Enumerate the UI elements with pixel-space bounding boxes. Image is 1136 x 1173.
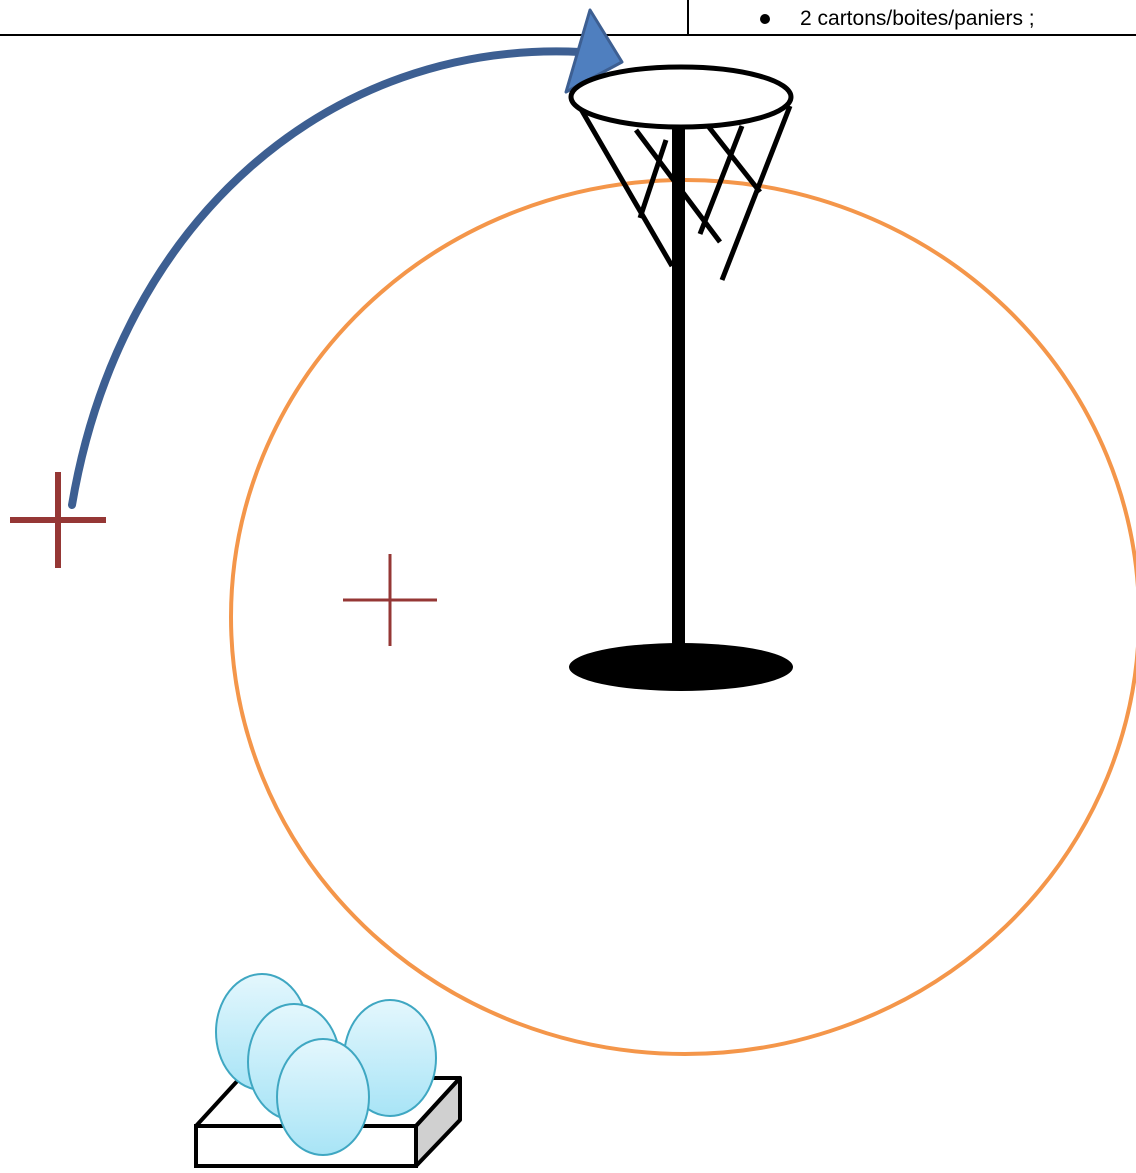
- basket-hoop-icon: [571, 67, 791, 127]
- bullet-icon: [760, 14, 770, 24]
- materials-list-item: 2 cartons/boites/paniers ;: [760, 4, 1035, 34]
- throw-trajectory-arrow: [72, 51, 580, 505]
- basket-base: [569, 643, 793, 691]
- balls-in-box-icon: [196, 974, 460, 1166]
- basket-pole: [672, 128, 685, 648]
- cross-marker-icon: [10, 472, 106, 568]
- materials-item-text: 2 cartons/boites/paniers ;: [800, 7, 1035, 31]
- cross-marker-icon: [343, 554, 437, 646]
- ball-icon: [277, 1039, 369, 1155]
